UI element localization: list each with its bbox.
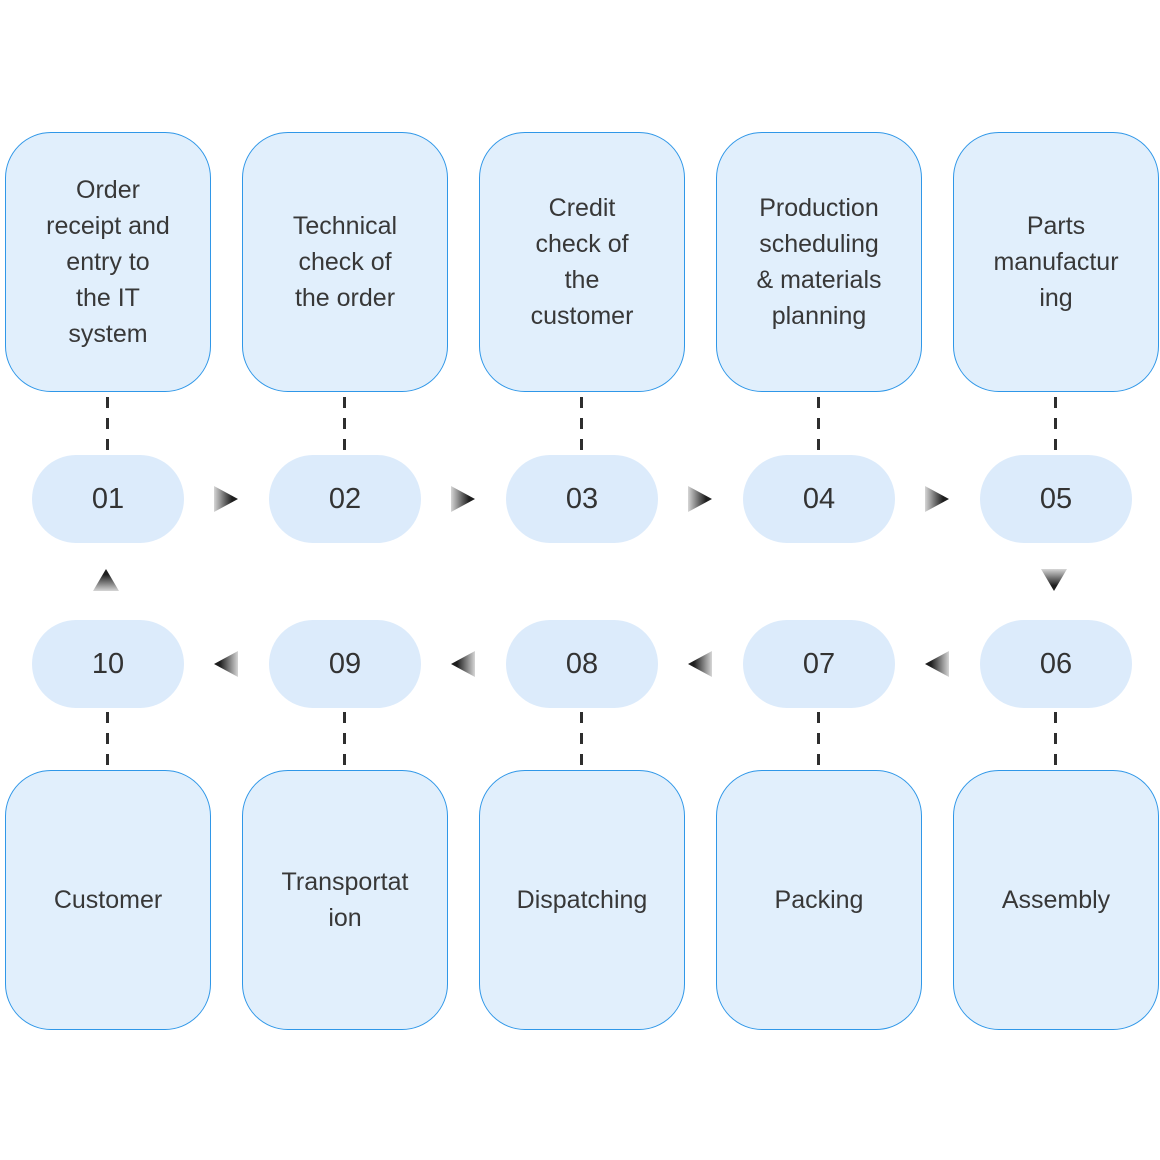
process-box-customer: Customer (5, 770, 211, 1030)
step-number-pill-06: 06 (980, 620, 1132, 708)
step-number-pill-07: 07 (743, 620, 895, 708)
process-box-credit-check: Credit check of the customer (479, 132, 685, 392)
process-box-technical-check: Technical check of the order (242, 132, 448, 392)
step-number-pill-05: 05 (980, 455, 1132, 543)
arrow-left-icon (925, 651, 949, 677)
dashed-connector (1054, 712, 1057, 768)
arrow-right-icon (688, 486, 712, 512)
arrow-down-icon (1041, 569, 1067, 591)
process-box-assembly: Assembly (953, 770, 1159, 1030)
dashed-connector (343, 712, 346, 768)
process-box-order-receipt: Order receipt and entry to the IT system (5, 132, 211, 392)
step-number-pill-10: 10 (32, 620, 184, 708)
dashed-connector (343, 397, 346, 453)
step-number-pill-02: 02 (269, 455, 421, 543)
dashed-connector (817, 397, 820, 453)
step-number-pill-03: 03 (506, 455, 658, 543)
step-number-pill-04: 04 (743, 455, 895, 543)
dashed-connector (1054, 397, 1057, 453)
process-box-production-scheduling: Production scheduling & materials planni… (716, 132, 922, 392)
arrow-right-icon (214, 486, 238, 512)
arrow-right-icon (451, 486, 475, 512)
step-number-pill-01: 01 (32, 455, 184, 543)
arrow-up-icon (93, 569, 119, 591)
process-box-packing: Packing (716, 770, 922, 1030)
dashed-connector (580, 712, 583, 768)
step-number-pill-09: 09 (269, 620, 421, 708)
process-box-parts-manufacturing: Parts manufactur ing (953, 132, 1159, 392)
process-box-transportation: Transportat ion (242, 770, 448, 1030)
dashed-connector (106, 712, 109, 768)
arrow-left-icon (688, 651, 712, 677)
dashed-connector (106, 397, 109, 453)
dashed-connector (580, 397, 583, 453)
process-box-dispatching: Dispatching (479, 770, 685, 1030)
dashed-connector (817, 712, 820, 768)
arrow-left-icon (451, 651, 475, 677)
arrow-right-icon (925, 486, 949, 512)
step-number-pill-08: 08 (506, 620, 658, 708)
arrow-left-icon (214, 651, 238, 677)
